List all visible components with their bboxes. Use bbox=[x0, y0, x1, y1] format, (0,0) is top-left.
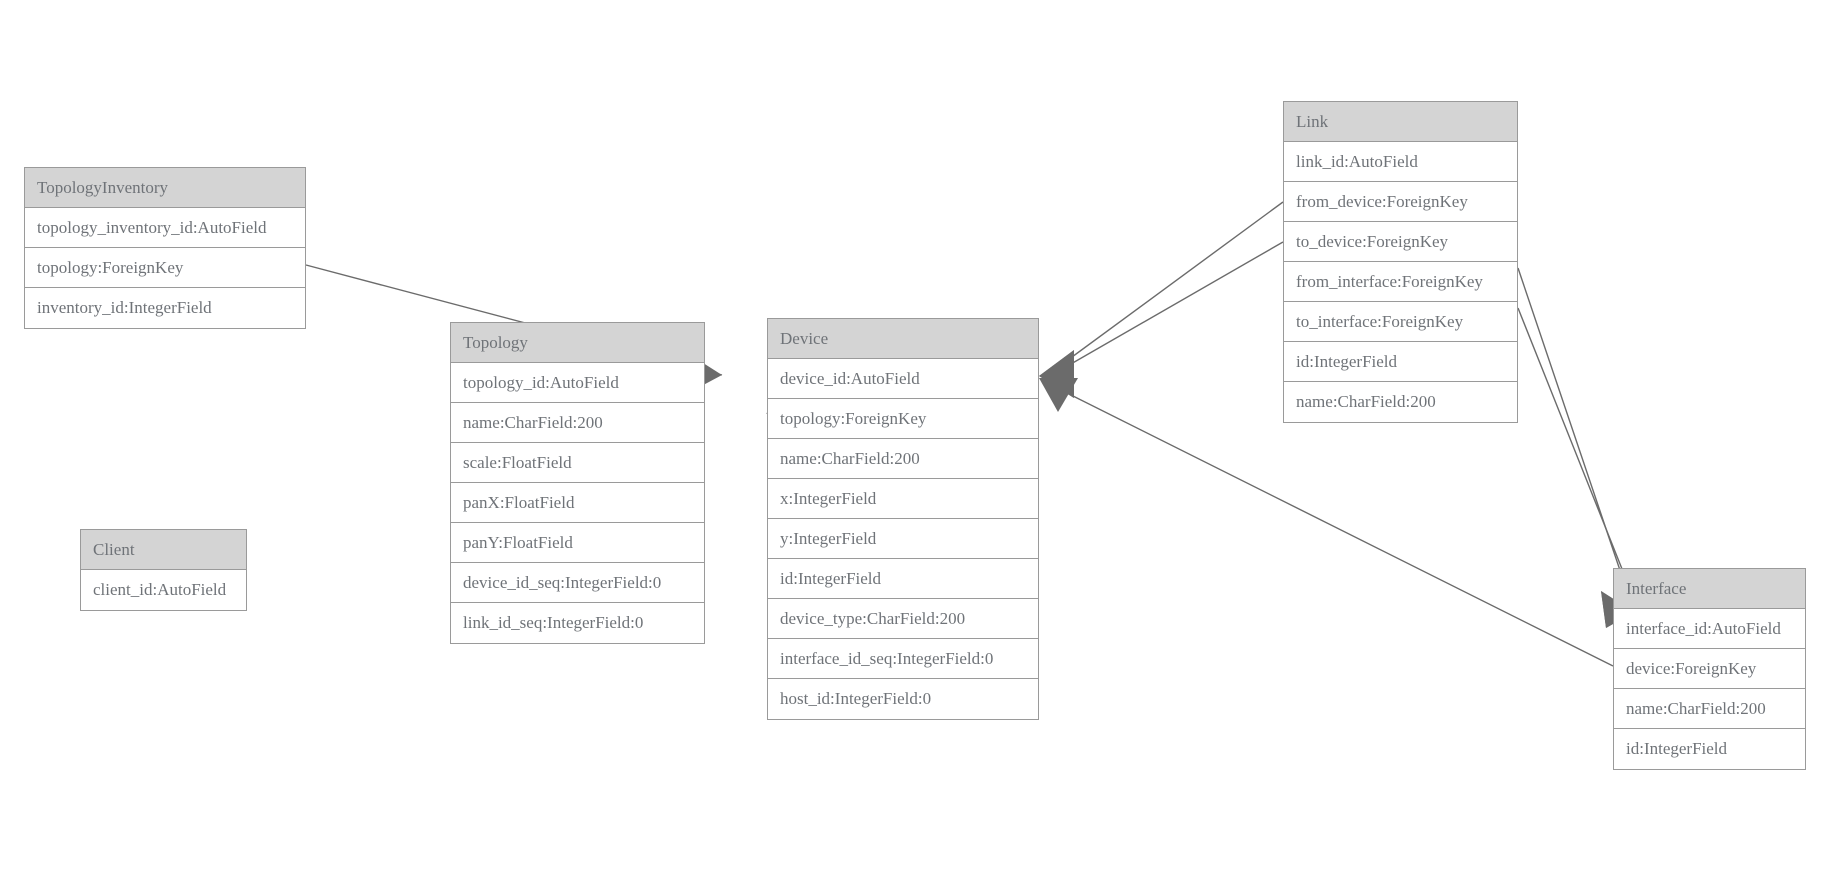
entity-field[interactable]: to_interface:ForeignKey bbox=[1284, 302, 1517, 342]
relationship-line bbox=[1517, 307, 1633, 595]
entity-field[interactable]: panX:FloatField bbox=[451, 483, 704, 523]
entity-field[interactable]: y:IntegerField bbox=[768, 519, 1038, 559]
relationship-link-to-device bbox=[1039, 241, 1284, 398]
entity-field[interactable]: link_id:AutoField bbox=[1284, 142, 1517, 182]
entity-field[interactable]: device:ForeignKey bbox=[1614, 649, 1805, 689]
relationship-link-from-device bbox=[1039, 201, 1284, 398]
entity-field[interactable]: topology_id:AutoField bbox=[451, 363, 704, 403]
entity-field[interactable]: from_interface:ForeignKey bbox=[1284, 262, 1517, 302]
entity-title-topologyinventory: TopologyInventory bbox=[25, 168, 305, 208]
entity-field[interactable]: id:IntegerField bbox=[768, 559, 1038, 599]
entity-field[interactable]: id:IntegerField bbox=[1284, 342, 1517, 382]
entity-field[interactable]: scale:FloatField bbox=[451, 443, 704, 483]
entity-field[interactable]: topology:ForeignKey bbox=[768, 399, 1038, 439]
entity-field[interactable]: topology_inventory_id:AutoField bbox=[25, 208, 305, 248]
entity-field[interactable]: host_id:IntegerField:0 bbox=[780, 689, 932, 708]
entity-field[interactable]: device_id:AutoField bbox=[768, 359, 1038, 399]
entity-title-interface: Interface bbox=[1614, 569, 1805, 609]
relationship-line bbox=[1056, 241, 1284, 373]
entity-field[interactable]: interface_id_seq:IntegerField:0 bbox=[768, 639, 1038, 679]
entity-field[interactable]: from_device:ForeignKey bbox=[1284, 182, 1517, 222]
relationship-line bbox=[1056, 201, 1284, 369]
entity-field[interactable]: device_type:CharField:200 bbox=[768, 599, 1038, 639]
entity-field[interactable]: inventory_id:IntegerField bbox=[37, 298, 212, 317]
relationship-line bbox=[1056, 387, 1614, 667]
entity-field[interactable]: panY:FloatField bbox=[451, 523, 704, 563]
entity-title-device: Device bbox=[768, 319, 1038, 359]
entity-field[interactable]: id:IntegerField bbox=[1626, 739, 1728, 758]
entity-field[interactable]: x:IntegerField bbox=[768, 479, 1038, 519]
entity-field[interactable]: client_id:AutoField bbox=[93, 580, 227, 599]
entity-title-link: Link bbox=[1284, 102, 1517, 142]
entity-title-client: Client bbox=[81, 530, 246, 570]
entity-box-client[interactable]: Client client_id:AutoField bbox=[80, 529, 247, 611]
relationship-line bbox=[1517, 267, 1629, 595]
entity-field[interactable]: topology:ForeignKey bbox=[25, 248, 305, 288]
relationship-arrowhead bbox=[1039, 378, 1078, 412]
relationship-arrowhead bbox=[1039, 350, 1074, 398]
entity-field[interactable]: device_id_seq:IntegerField:0 bbox=[451, 563, 704, 603]
relationship-arrowhead bbox=[1039, 350, 1074, 398]
entity-field[interactable]: to_device:ForeignKey bbox=[1284, 222, 1517, 262]
entity-field[interactable]: name:CharField:200 bbox=[451, 403, 704, 443]
entity-field[interactable]: name:CharField:200 bbox=[768, 439, 1038, 479]
entity-title-topology: Topology bbox=[451, 323, 704, 363]
entity-field[interactable]: name:CharField:200 bbox=[1614, 689, 1805, 729]
entity-field[interactable]: interface_id:AutoField bbox=[1614, 609, 1805, 649]
entity-field[interactable]: name:CharField:200 bbox=[1296, 392, 1436, 411]
entity-field[interactable]: link_id_seq:IntegerField:0 bbox=[463, 613, 644, 632]
